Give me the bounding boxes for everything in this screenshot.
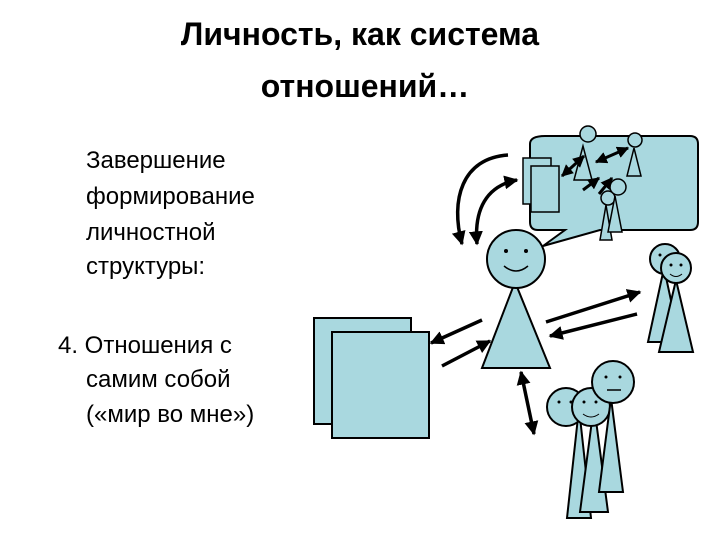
paragraph-line: структуры:	[86, 253, 206, 280]
arrow-self-to-bottom-group	[516, 370, 539, 436]
list-item-heading: 4. Отношения с	[58, 332, 232, 359]
relation-arrows	[429, 289, 642, 436]
right-people-group	[646, 243, 695, 353]
paragraph-line: формирование	[86, 183, 255, 210]
paragraph-line: личностной	[86, 219, 216, 246]
mirror-icon	[313, 317, 430, 439]
arrow-right-group-to-self	[548, 312, 638, 340]
list-item-line: самим собой	[86, 366, 231, 393]
slide-title-line-2: отношений…	[260, 68, 470, 104]
bottom-people-group	[546, 360, 635, 519]
list-item-line: («мир во мне»)	[86, 401, 255, 428]
arrow-self-to-mirror	[429, 318, 483, 345]
arrow-self-to-right-group	[545, 289, 642, 324]
paragraph-line: Завершение	[86, 147, 226, 174]
arrow-mirror-to-self	[441, 339, 492, 368]
incoming-curve-arrow	[468, 175, 519, 246]
outgoing-curve-arrow	[451, 153, 509, 246]
slide-title-line-1: Личность, как система	[180, 16, 540, 52]
central-person	[480, 229, 552, 369]
inner-arrows	[560, 146, 630, 195]
inner-people-icon	[573, 125, 643, 241]
inner-mirror-icon	[522, 157, 560, 213]
